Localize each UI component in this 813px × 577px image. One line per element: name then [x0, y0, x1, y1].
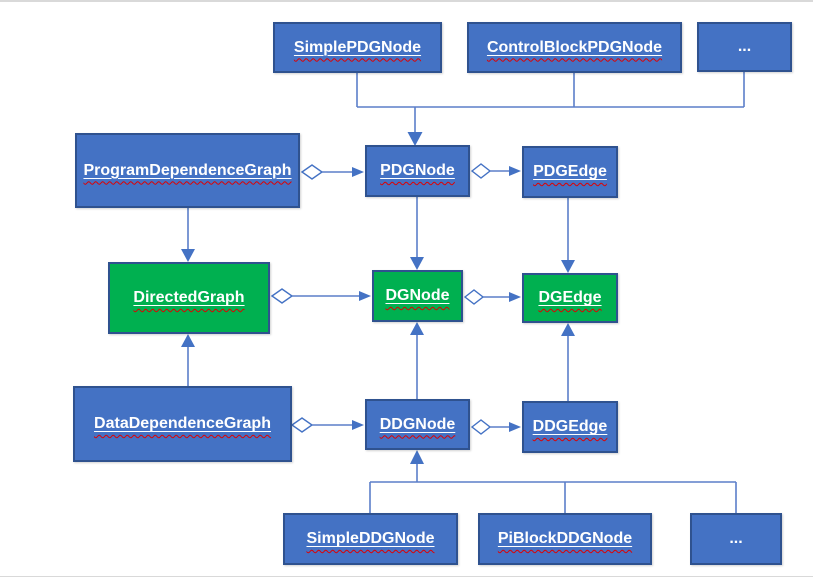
aggregation-ddg-to-ddgnode [290, 417, 364, 433]
aggregation-diamond-icon [290, 417, 314, 433]
inheritance-tree-ddg-subclasses [369, 450, 737, 513]
class-box-pi-block-ddg-node: PiBlockDDGNode [478, 513, 652, 565]
class-label: PiBlockDDGNode [497, 530, 633, 547]
class-box-ddg-edge: DDGEdge [522, 401, 618, 453]
class-box-pdg-edge: PDGEdge [522, 146, 618, 198]
aggregation-pdg-to-pdgnode [300, 164, 364, 180]
class-box-data-dependence-graph: DataDependenceGraph [73, 386, 292, 462]
ellipsis-label: ... [729, 530, 743, 547]
arrowhead-up-icon [410, 450, 424, 464]
arrowhead-up-icon [561, 323, 575, 336]
class-label: PDGNode [380, 162, 455, 179]
class-label: PDGEdge [533, 163, 607, 180]
arrowhead-right-icon [509, 422, 521, 432]
class-box-ddg-ellipsis: ... [690, 513, 782, 565]
aggregation-directedgraph-to-dgnode [270, 288, 371, 304]
class-box-dg-node: DGNode [372, 270, 463, 322]
aggregation-ddgnode-to-ddgedge [470, 419, 521, 435]
class-box-simple-pdg-node: SimplePDGNode [273, 22, 442, 73]
arrowhead-down-icon [410, 257, 424, 270]
class-box-simple-ddg-node: SimpleDDGNode [283, 513, 458, 565]
slide-top-edge [0, 0, 813, 2]
aggregation-pdgnode-to-pdgedge [470, 163, 521, 179]
class-label: ControlBlockPDGNode [486, 38, 663, 56]
class-box-ddg-node: DDGNode [365, 399, 470, 450]
class-label: SimpleDDGNode [306, 530, 435, 547]
arrowhead-up-icon [181, 334, 195, 347]
arrowhead-down-icon [407, 132, 423, 146]
aggregation-diamond-icon [470, 163, 492, 179]
inheritance-ddgnode-to-dgnode [410, 322, 424, 399]
class-box-directed-graph: DirectedGraph [108, 262, 270, 334]
ellipsis-label: ... [737, 38, 752, 55]
arrowhead-down-icon [181, 249, 195, 262]
arrowhead-up-icon [410, 322, 424, 335]
arrowhead-right-icon [352, 167, 364, 177]
class-label: DDGNode [379, 415, 456, 433]
class-box-pdg-node: PDGNode [365, 145, 470, 197]
arrowhead-right-icon [359, 291, 371, 301]
inheritance-pdg-to-directedgraph [181, 208, 195, 262]
inheritance-ddg-to-directedgraph [181, 334, 195, 386]
class-box-pdg-ellipsis: ... [697, 22, 792, 72]
class-box-program-dependence-graph: ProgramDependenceGraph [75, 133, 300, 208]
inheritance-pdgedge-to-dgedge [561, 198, 575, 273]
class-label: DDGEdge [532, 418, 608, 435]
class-label: DGNode [385, 287, 450, 304]
aggregation-dgnode-to-dgedge [463, 289, 521, 305]
aggregation-diamond-icon [300, 164, 324, 180]
class-label: SimplePDGNode [293, 38, 422, 56]
class-box-dg-edge: DGEdge [522, 273, 618, 323]
class-box-control-block-pdg-node: ControlBlockPDGNode [467, 22, 682, 73]
aggregation-diamond-icon [270, 288, 294, 304]
arrowhead-right-icon [352, 420, 364, 430]
class-label: DataDependenceGraph [94, 415, 271, 432]
aggregation-diamond-icon [470, 419, 492, 435]
aggregation-diamond-icon [463, 289, 485, 305]
arrowhead-right-icon [509, 166, 521, 176]
class-label: DirectedGraph [133, 289, 245, 306]
arrowhead-right-icon [509, 292, 521, 302]
inheritance-pdgnode-to-dgnode [410, 197, 424, 270]
arrowhead-down-icon [561, 260, 575, 273]
class-label: ProgramDependenceGraph [83, 161, 292, 179]
inheritance-ddgedge-to-dgedge [561, 323, 575, 401]
class-label: DGEdge [538, 289, 602, 306]
inheritance-tree-pdg-subclasses [356, 72, 745, 146]
